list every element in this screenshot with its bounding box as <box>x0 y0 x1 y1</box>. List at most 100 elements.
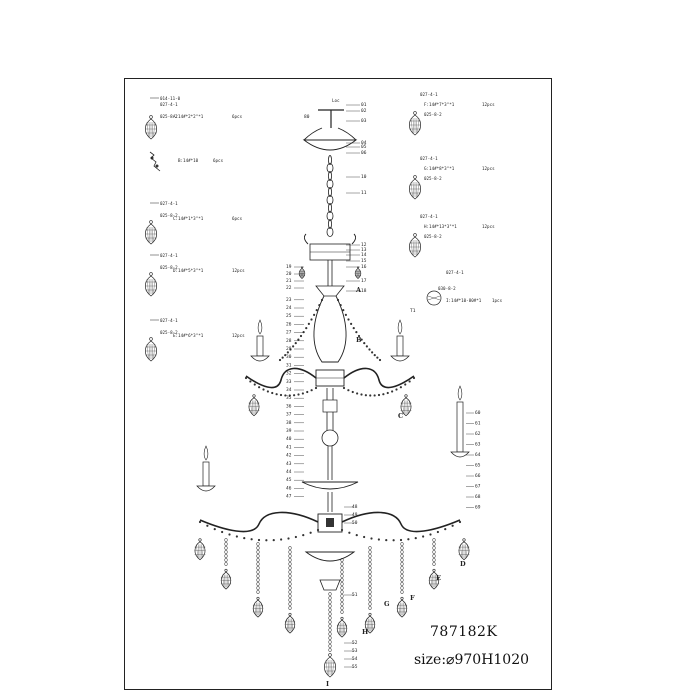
hanging-bead-string <box>432 537 436 567</box>
bead <box>305 327 308 330</box>
part-number: 01 <box>361 102 367 108</box>
hanging-drop <box>396 596 408 618</box>
crystal-facet <box>332 659 335 676</box>
crystal-facet <box>371 618 374 632</box>
part-number: 46 <box>286 485 292 491</box>
part-number: 10 <box>361 174 367 180</box>
part-number: 19 <box>286 264 292 270</box>
bead <box>386 391 389 395</box>
crystal-facet <box>153 226 156 243</box>
crystal-hook <box>198 538 202 542</box>
bead <box>328 595 332 601</box>
part-number: 80 <box>304 114 310 120</box>
bead <box>310 389 313 392</box>
bead <box>228 533 231 536</box>
bead <box>340 569 344 575</box>
part-number: 40 <box>286 436 292 442</box>
bead <box>400 561 404 567</box>
bead <box>292 345 295 348</box>
part-code: 025-8-2 <box>160 265 178 270</box>
crystal-hook <box>288 612 292 616</box>
bead <box>429 533 432 536</box>
bead <box>224 541 228 547</box>
bead <box>363 535 366 539</box>
hanger-arms <box>303 127 357 141</box>
bead <box>371 351 374 354</box>
crystal-facet <box>342 622 344 636</box>
bead <box>432 541 436 547</box>
small-drop <box>298 266 306 279</box>
crystal-facet <box>368 618 370 632</box>
bead <box>340 605 344 611</box>
chain-link <box>326 211 334 221</box>
bead <box>224 537 228 543</box>
crystal-facet <box>435 574 438 588</box>
bead <box>284 354 287 357</box>
lower-dish <box>301 481 359 490</box>
part-spec: A:14#*2*2"*1 <box>173 114 204 119</box>
part-qty: 12pcs <box>482 166 495 171</box>
bead <box>350 322 353 326</box>
hub-core <box>326 518 334 527</box>
part-number: 17 <box>361 278 367 284</box>
bead <box>392 539 395 542</box>
part-number: 52 <box>352 640 358 646</box>
crystal-facet <box>434 574 436 588</box>
part-qty: 12pcs <box>482 224 495 229</box>
part-number: 37 <box>286 412 292 418</box>
bead <box>378 358 382 362</box>
lower-arm-beads-right <box>340 520 462 542</box>
part-code: 025-8-2 <box>424 112 442 117</box>
flame-bulb <box>457 385 463 401</box>
crystal-facet <box>146 121 149 138</box>
bead <box>288 589 292 595</box>
crystal-drop <box>145 337 157 362</box>
crystal-hook <box>149 115 153 119</box>
chain-link <box>326 163 334 173</box>
center-bead-string <box>328 591 332 653</box>
crystal-hook <box>432 568 436 572</box>
crystal-facet <box>153 278 156 295</box>
bead <box>382 393 385 396</box>
part-number: B <box>356 336 362 344</box>
crystal-facet <box>148 226 150 243</box>
bead <box>288 545 292 551</box>
bead <box>310 318 313 321</box>
bead <box>256 541 260 547</box>
crystal-facet <box>410 117 413 134</box>
part-number: 27 <box>286 330 292 336</box>
part-number: 28 <box>286 338 292 344</box>
bead <box>385 539 388 542</box>
part-number: 39 <box>286 428 292 434</box>
bead <box>309 531 312 534</box>
part-number: 64 <box>475 452 481 458</box>
crystal-facet <box>148 121 150 138</box>
part-number: 06 <box>361 150 367 156</box>
crystal-facet <box>224 574 226 588</box>
bead <box>363 342 366 345</box>
bead <box>391 390 394 393</box>
bead <box>400 581 404 587</box>
bead <box>198 520 202 524</box>
bead <box>297 393 300 396</box>
upper-candle-left <box>250 319 270 362</box>
crystal-drop <box>145 220 157 245</box>
part-code: 027-4-1 <box>160 253 178 258</box>
bead <box>368 549 372 555</box>
chain-link <box>328 155 332 165</box>
crystal-facet <box>258 602 260 616</box>
bead <box>262 388 265 391</box>
bead <box>347 389 350 392</box>
crystal-facet <box>416 181 418 198</box>
upper-arm-beads-right <box>342 376 416 397</box>
crystal-hook <box>328 653 332 657</box>
crystal-facet <box>153 121 156 138</box>
bead <box>368 577 372 583</box>
bead <box>294 342 297 345</box>
bead <box>328 635 332 641</box>
stem-ball <box>321 429 339 447</box>
part-spec: B:14#*10 <box>178 158 199 163</box>
bead-swag-upper-right <box>336 298 382 362</box>
crystal-facet <box>152 343 154 360</box>
bead <box>360 338 363 341</box>
